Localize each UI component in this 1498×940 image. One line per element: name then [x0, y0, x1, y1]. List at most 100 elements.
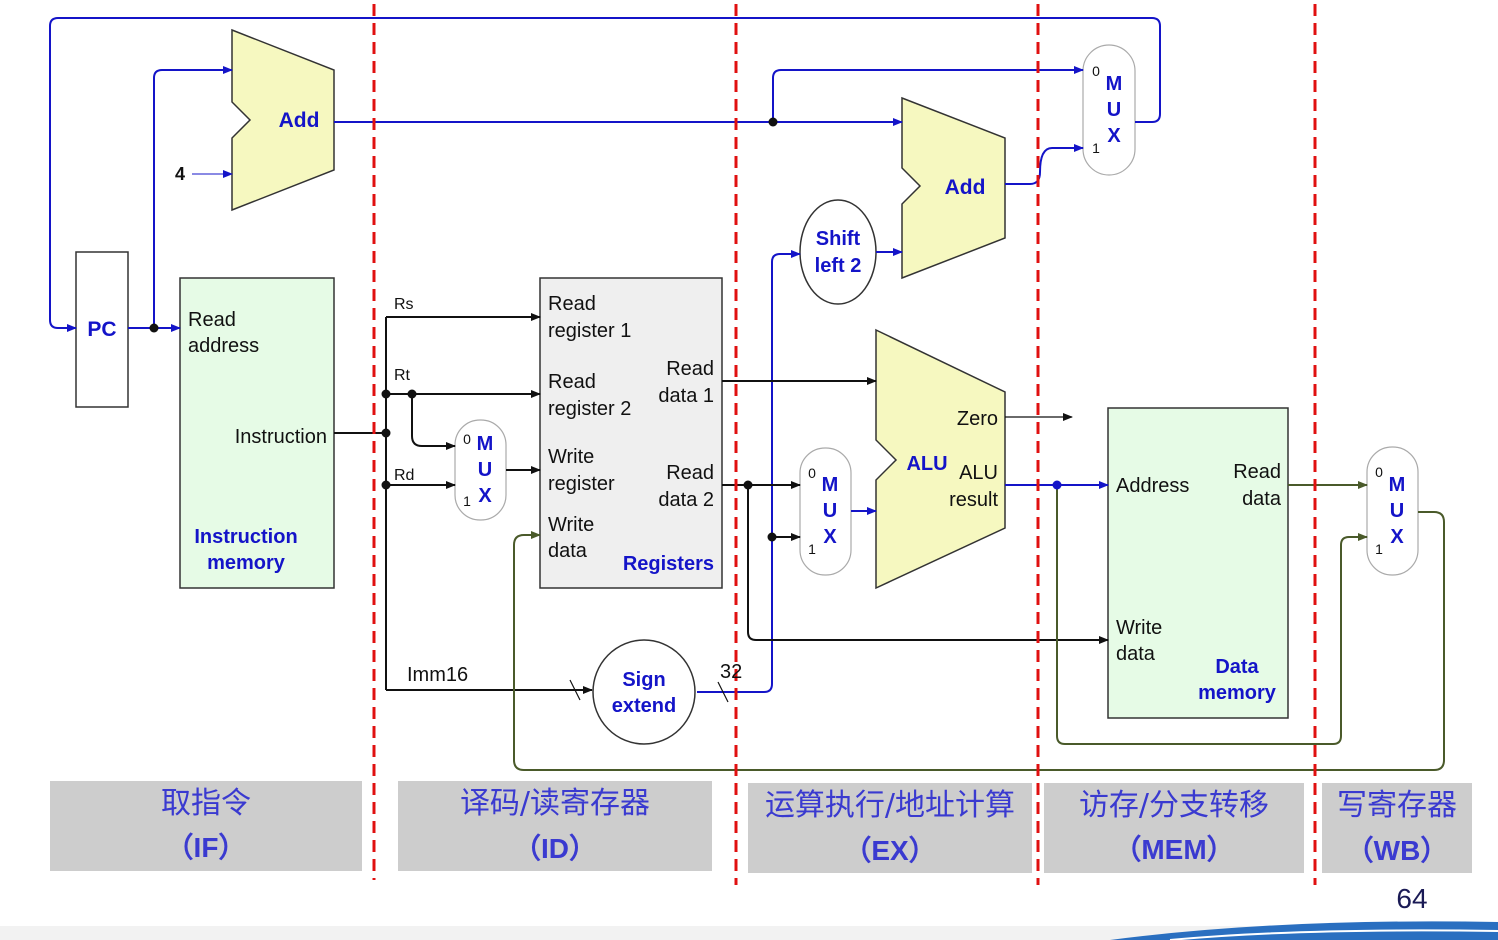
- footer-strip: [0, 926, 1498, 940]
- alu-result-a: ALU: [959, 462, 998, 484]
- stage-bar-wb: [1322, 783, 1472, 873]
- stage-bar-if: [50, 781, 362, 871]
- mux-letter: U: [823, 500, 837, 522]
- mux-in0: 0: [463, 431, 471, 447]
- alu-zero-label: Zero: [957, 408, 998, 430]
- branch-adder: [901, 96, 1006, 280]
- mux-letter: M: [477, 433, 494, 455]
- imem-read-label: Read: [188, 309, 236, 331]
- data-memory: [1107, 407, 1289, 719]
- mux-in1: 1: [463, 493, 471, 509]
- wire-next-pc: [49, 17, 1161, 332]
- imem-title-1: Instruction: [194, 526, 297, 548]
- reg-rr2-a: Read: [548, 371, 596, 393]
- reg-rr2-b: register 2: [548, 398, 631, 420]
- page-number: 64: [1396, 883, 1427, 914]
- mux-in0: 0: [808, 465, 816, 481]
- wire-rt-to-mux: [411, 394, 456, 450]
- mux-in1: 1: [808, 541, 816, 557]
- register-file: [539, 277, 723, 589]
- dmem-write-a: Write: [1116, 617, 1162, 639]
- mux-letter: X: [1390, 526, 1404, 548]
- mux-reg-dst-labels: 0 1 M U X: [463, 431, 493, 509]
- stage-bars: [50, 781, 1472, 873]
- reg-rd2-b: data 2: [658, 489, 714, 511]
- wire-alu-bypass: [1056, 485, 1368, 745]
- dmem-write-b: data: [1116, 643, 1156, 665]
- stage-id-code: （ID）: [513, 832, 597, 864]
- add-branch-label: Add: [945, 176, 986, 199]
- mux-letter: X: [478, 485, 492, 507]
- mux-letter: U: [1107, 99, 1121, 121]
- reg-rd1-a: Read: [666, 358, 714, 380]
- imem-title-2: memory: [207, 552, 286, 574]
- imem-instruction-label: Instruction: [235, 426, 327, 448]
- mux-letter: X: [1107, 125, 1121, 147]
- mux-letter: M: [1389, 474, 1406, 496]
- stage-id-name: 译码/读寄存器: [460, 786, 650, 821]
- mux-in0: 0: [1375, 464, 1383, 480]
- junction-dot: [768, 117, 778, 127]
- junction-dot: [381, 428, 391, 438]
- footer-logo-stripe: [1169, 929, 1498, 940]
- reg-rr1-a: Read: [548, 293, 596, 315]
- stage-wb-name: 写寄存器: [1337, 788, 1457, 823]
- stage-mem-code: （MEM）: [1113, 833, 1234, 865]
- reg-title: Registers: [623, 553, 714, 575]
- alu-result-b: result: [949, 489, 998, 511]
- junction-dots: [149, 117, 1062, 542]
- wire-pc-to-adder: [153, 66, 233, 328]
- junction-dot: [149, 323, 159, 333]
- stage-mem-name: 访存/分支转移: [1079, 788, 1269, 823]
- stage-wb-code: （WB）: [1346, 834, 1449, 866]
- reg-wreg-a: Write: [548, 446, 594, 468]
- mux-letter: X: [823, 526, 837, 548]
- imem-address-label: address: [188, 335, 259, 357]
- shift-label-2: left 2: [815, 255, 862, 277]
- mux-alu-src-labels: 0 1 M U X: [808, 465, 838, 557]
- mux-pc-source: [1082, 44, 1136, 176]
- wire-sext-to-shift: [697, 250, 801, 693]
- wire-write-back: [513, 511, 1445, 771]
- stage-bar-ex: [748, 783, 1032, 873]
- wire-to-write-data: [747, 485, 1109, 644]
- stage-bar-mem: [1044, 783, 1304, 873]
- bus-slash: [569, 679, 581, 701]
- mux-mem-to-reg-labels: 0 1 M U X: [1375, 464, 1405, 557]
- pc-label: PC: [87, 318, 116, 341]
- wire-branch-target: [1005, 144, 1084, 185]
- mux-letter: M: [822, 474, 839, 496]
- reg-wdata-b: data: [548, 540, 588, 562]
- reg-rd1-b: data 1: [658, 385, 714, 407]
- junction-dot: [767, 532, 777, 542]
- const-four: 4: [175, 164, 185, 184]
- sign-label-2: extend: [612, 695, 676, 717]
- junction-dot: [743, 480, 753, 490]
- stage-bar-id: [398, 781, 712, 871]
- junction-dot: [407, 389, 417, 399]
- sign-extend: [592, 639, 696, 745]
- mux-in1: 1: [1375, 541, 1383, 557]
- stage-if-code: （IF）: [166, 831, 247, 863]
- sign-label-1: Sign: [622, 669, 665, 691]
- mux-letter: M: [1106, 73, 1123, 95]
- dmem-title-1: Data: [1215, 656, 1259, 678]
- field-imm16: Imm16: [407, 664, 468, 686]
- field-rt: Rt: [394, 367, 411, 384]
- mux-pc-source-labels: 0 1 M U X: [1092, 63, 1122, 156]
- dmem-read-b: data: [1242, 488, 1282, 510]
- footer-logo-arc: [1110, 921, 1498, 940]
- green-wires: [513, 481, 1445, 771]
- wire-to-mux0: [772, 66, 1084, 122]
- dmem-read-a: Read: [1233, 461, 1281, 483]
- shift-label-1: Shift: [816, 228, 861, 250]
- junction-dot: [381, 480, 391, 490]
- field-rd: Rd: [394, 467, 414, 484]
- blue-wires: [49, 17, 1161, 693]
- alu: [875, 328, 1006, 590]
- bus-slash: [717, 681, 729, 703]
- mux-in0: 0: [1092, 63, 1100, 79]
- mux-letter: U: [478, 459, 492, 481]
- stage-ex-code: （EX）: [843, 834, 936, 866]
- alu-name: ALU: [906, 453, 947, 475]
